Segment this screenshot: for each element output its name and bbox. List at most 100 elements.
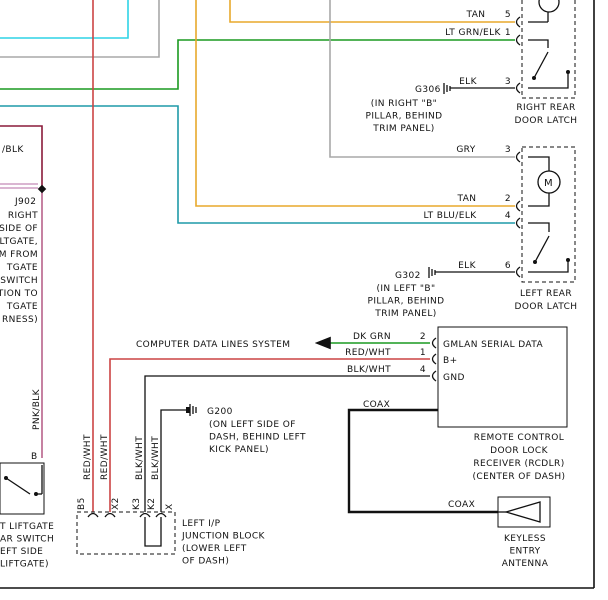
jb-pin-0: B5 — [77, 497, 87, 510]
left-wire-label-2: LT BLU/ELK — [423, 211, 477, 221]
liftgate-switch-label-line: AR SWITCH — [0, 535, 54, 545]
g200-note-line: DASH, BEHIND LEFT — [209, 433, 306, 443]
splice-note-line: RIGHT — [8, 211, 38, 221]
left-pin-0: 3 — [505, 145, 511, 155]
red-wht-wire — [109, 358, 430, 512]
jb-pin-3: K2 — [147, 498, 157, 510]
jb-terminal-4 — [155, 512, 167, 518]
left-wire-label-0: GRY — [456, 145, 475, 155]
antenna-label-line: KEYLESS — [504, 534, 546, 544]
blk-wht-wire — [144, 375, 430, 512]
splice-j902 — [37, 184, 47, 194]
splice-top-wire-label: /BLK — [2, 145, 24, 155]
g200-note-line: (ON LEFT SIDE OF — [209, 420, 296, 430]
junction-block-box — [76, 511, 176, 555]
junction-block-label-line: LEFT I/P — [182, 519, 221, 529]
rcdlr-coax-label: COAX — [363, 400, 390, 410]
switch-dot-1 — [4, 476, 8, 480]
gray-wire-long — [329, 0, 515, 158]
right-latch-label-line: DOOR LATCH — [515, 116, 578, 126]
left-latch-label-line: LEFT REAR — [520, 289, 572, 299]
pnk-blk-label: PNK/BLK — [32, 388, 42, 430]
rcdlr-wire-label-0: DK GRN — [353, 332, 391, 342]
jb-internal-link — [144, 517, 162, 547]
left-pin-2: 4 — [505, 211, 511, 221]
junction-block-label-line: OF DASH) — [182, 557, 229, 567]
rcdlr-pin-2: 4 — [420, 365, 426, 375]
g306-id: G306 — [415, 85, 441, 95]
tan-wire-left — [195, 0, 515, 207]
antenna-label-line: ENTRY — [509, 547, 540, 557]
junction-block-group: RED/WHT RED/WHT BLK/WHT BLK/WHT B5 X2 K3… — [76, 434, 266, 567]
rcdlr-pin-1: 1 — [420, 348, 426, 358]
cyan-wire — [0, 0, 129, 39]
coax-cable — [347, 408, 498, 514]
rcdlr-func-1: B+ — [443, 356, 458, 366]
splice-note-line: TION TO — [0, 289, 38, 299]
splice-note-line: SIDE OF — [0, 224, 38, 234]
rcdlr-connector-2 — [431, 370, 437, 382]
right-latch-dot-2 — [566, 70, 570, 74]
rcdlr-label-line: RECEIVER (RCDLR) — [473, 459, 564, 469]
teal-wire — [0, 105, 515, 224]
jb-wire-label-3: BLK/WHT — [151, 436, 161, 480]
jb-terminal-1 — [87, 512, 99, 518]
junction-block-label-line: JUNCTION BLOCK — [181, 532, 266, 542]
left-pin-1: 2 — [505, 194, 511, 204]
jb-wire-label-1: RED/WHT — [100, 434, 110, 480]
right-latch-contact — [528, 39, 569, 89]
g306-note-line: (IN RIGHT "B" — [371, 99, 437, 109]
jb-pin-1: X2 — [111, 497, 121, 510]
left-connector-0 — [515, 151, 521, 163]
g200-id: G200 — [207, 407, 233, 417]
g302-id: G302 — [395, 271, 421, 281]
gray-wire-top — [0, 0, 160, 58]
data-line-label: COMPUTER DATA LINES SYSTEM — [136, 340, 290, 350]
left-pin-3: 6 — [505, 261, 511, 271]
g302-note-line: PILLAR, BEHIND — [368, 297, 445, 307]
left-latch-dot-1 — [533, 260, 537, 264]
left-connector-3 — [515, 266, 521, 278]
rcdlr-connector-0 — [431, 337, 437, 349]
upper-wires — [0, 0, 515, 512]
liftgate-switch-label-line: LIFTGATE) — [0, 560, 49, 570]
left-latch-dot-2 — [566, 258, 570, 262]
left-connector-2 — [515, 217, 521, 229]
liftgate-switch-label-line: EFT SIDE — [0, 547, 43, 557]
right-latch-label-line: RIGHT REAR — [516, 103, 575, 113]
tan-wire-right — [229, 0, 515, 23]
left-connector-1 — [515, 200, 521, 212]
antenna-icon — [503, 501, 541, 523]
right-latch-box — [521, 0, 576, 99]
right-connector-2 — [515, 82, 521, 94]
right-latch-dot-1 — [532, 76, 536, 80]
g200-wire — [160, 409, 188, 512]
antenna-label-line: ANTENNA — [502, 559, 549, 569]
left-wire-label-1: TAN — [457, 194, 477, 204]
right-wire-label-2: ELK — [459, 77, 478, 87]
rcdlr-label-line: DOOR LOCK — [490, 446, 548, 456]
right-connector-0 — [515, 16, 521, 28]
rcdlr-wire-label-2: BLK/WHT — [347, 365, 391, 375]
jb-pin-2: K3 — [132, 498, 142, 510]
jb-terminal-2 — [104, 512, 116, 518]
g306-note-line: TRIM PANEL) — [372, 124, 434, 134]
rcdlr-wire-label-1: RED/WHT — [345, 348, 391, 358]
g306-ground-icon — [443, 83, 451, 94]
splice-note-line: TGATE — [6, 302, 38, 312]
splice-note-line: LTGATE, — [0, 237, 38, 247]
right-latch-label: RIGHT REAR DOOR LATCH — [515, 103, 578, 126]
left-latch-contact — [528, 156, 569, 273]
left-latch-box — [521, 146, 576, 283]
switch-contact — [5, 477, 31, 495]
jb-terminal-3 — [139, 512, 151, 518]
rcdlr-label-line: REMOTE CONTROL — [474, 433, 564, 443]
